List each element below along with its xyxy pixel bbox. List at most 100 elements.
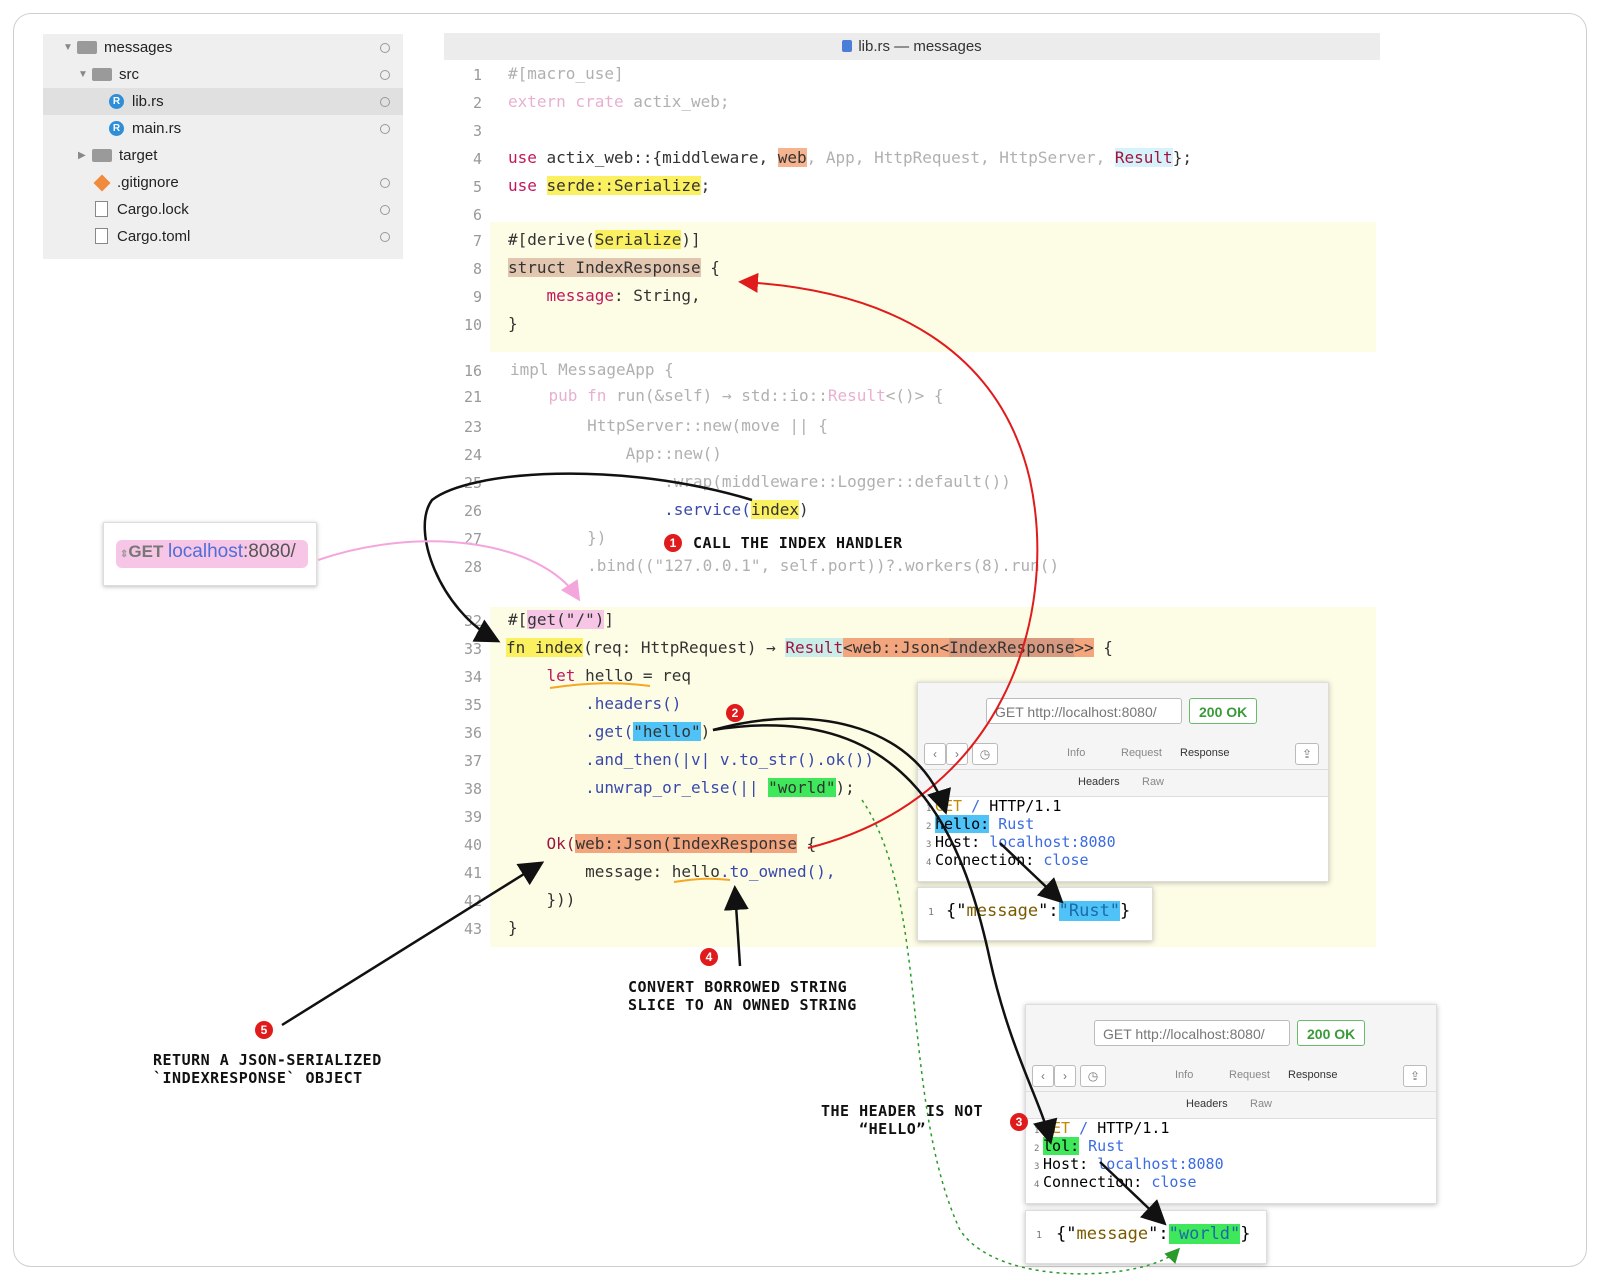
- code-token: );: [835, 778, 855, 797]
- line-number: 3: [472, 122, 482, 140]
- json-punct: ":: [1038, 901, 1059, 921]
- code-token: serde::Serialize: [546, 176, 701, 195]
- code-token: = req: [633, 666, 692, 685]
- tab-bar: ‹ › ◷ Info Request Response ⇪: [918, 741, 1328, 770]
- request-box: ⇕GET localhost:8080/: [103, 522, 317, 586]
- toolbar: GET http://localhost:8080/ 200 OK: [1026, 1005, 1436, 1063]
- rust-file-icon: R: [109, 94, 124, 109]
- tree-item-src[interactable]: ▼ src: [43, 61, 403, 88]
- disclosure-open-icon[interactable]: ▼: [63, 42, 73, 53]
- tree-item-target[interactable]: ▶ target: [43, 142, 403, 169]
- request-url: localhost:8080/: [168, 541, 296, 563]
- code-token: <web::Json<: [843, 638, 950, 657]
- share-icon[interactable]: ⇪: [1295, 743, 1319, 765]
- back-icon[interactable]: ‹: [924, 743, 946, 765]
- step-badge-5: 5: [255, 1021, 273, 1039]
- tree-item-label: messages: [104, 39, 173, 56]
- code-token: Ok(: [508, 834, 576, 853]
- line-number: 35: [463, 696, 482, 714]
- code-line: App::new(): [510, 444, 722, 463]
- line-number: 9: [472, 288, 482, 306]
- header-key: GET: [1043, 1119, 1071, 1137]
- code-token: ): [700, 722, 711, 741]
- subtab-raw[interactable]: Raw: [1250, 1098, 1273, 1110]
- tab-request[interactable]: Request: [1229, 1069, 1270, 1081]
- code-token: extern crate: [508, 92, 624, 111]
- code-line: .unwrap_or_else(|| "world");: [508, 778, 855, 797]
- header-key: Connection:: [935, 851, 1044, 869]
- tree-item-gitignore[interactable]: .gitignore: [43, 169, 403, 196]
- line-number: 8: [472, 260, 482, 278]
- code-token: )]: [681, 230, 701, 249]
- rust-file-icon: R: [109, 121, 124, 136]
- folder-icon: [92, 68, 112, 81]
- code-token: Result: [1114, 148, 1173, 167]
- status-badge: 200 OK: [1297, 1020, 1366, 1046]
- line-number: 23: [463, 418, 482, 436]
- history-icon[interactable]: ◷: [1080, 1065, 1106, 1087]
- tab-response[interactable]: Response: [1288, 1069, 1338, 1081]
- disclosure-open-icon[interactable]: ▼: [78, 69, 88, 80]
- history-icon[interactable]: ◷: [972, 743, 998, 765]
- forward-icon[interactable]: ›: [1054, 1065, 1076, 1087]
- code-token: ;: [700, 176, 711, 195]
- code-token: ): [799, 500, 809, 519]
- code-token: index: [750, 500, 799, 519]
- url-field[interactable]: GET http://localhost:8080/: [1094, 1020, 1290, 1046]
- url-field[interactable]: GET http://localhost:8080/: [986, 698, 1182, 724]
- tree-item-label: src: [119, 66, 139, 83]
- editor-title-bar: lib.rs — messages: [444, 33, 1380, 60]
- header-key: Host:: [1043, 1155, 1098, 1173]
- line-number: 32: [463, 612, 482, 630]
- tree-item-messages[interactable]: ▼ messages: [43, 34, 403, 61]
- method-label: GET: [128, 542, 164, 561]
- json-punct: }: [1120, 901, 1131, 921]
- code-token: >>: [1074, 638, 1094, 657]
- response-panel-hello: GET http://localhost:8080/ 200 OK ‹ › ◷ …: [917, 682, 1329, 882]
- line-number: 1: [472, 66, 482, 84]
- code-line: .headers(): [508, 694, 682, 713]
- code-token: hello: [671, 862, 720, 881]
- disclosure-closed-icon[interactable]: ▶: [78, 150, 86, 161]
- code-line: pub fn run(&self) → std::io::Result<()> …: [510, 386, 944, 405]
- code-line: HttpServer::new(move || {: [510, 416, 828, 435]
- tab-info[interactable]: Info: [1067, 747, 1086, 759]
- code-token: Result: [785, 638, 844, 657]
- line-number: 4: [472, 150, 482, 168]
- code-token: {: [797, 834, 817, 853]
- json-punct: {": [1056, 1224, 1077, 1244]
- tree-item-cargo-toml[interactable]: Cargo.toml: [43, 223, 403, 250]
- line-number: 6: [472, 206, 482, 224]
- window-frame: [13, 13, 1587, 1267]
- back-icon[interactable]: ‹: [1032, 1065, 1054, 1087]
- tree-item-cargo-lock[interactable]: Cargo.lock: [43, 196, 403, 223]
- json-punct: }: [1240, 1224, 1251, 1244]
- tab-request[interactable]: Request: [1121, 747, 1162, 759]
- line-number: 16: [463, 362, 482, 380]
- tab-response[interactable]: Response: [1180, 747, 1230, 759]
- tab-info[interactable]: Info: [1175, 1069, 1194, 1081]
- share-icon[interactable]: ⇪: [1403, 1065, 1427, 1087]
- subtab-headers[interactable]: Headers: [1078, 776, 1120, 788]
- tree-item-main-rs[interactable]: R main.rs: [43, 115, 403, 142]
- subtab-raw[interactable]: Raw: [1142, 776, 1165, 788]
- code-token: actix_web;: [623, 92, 730, 111]
- header-sep: /: [962, 797, 990, 815]
- code-token: };: [1172, 148, 1192, 167]
- annotation-convert-string: CONVERT BORROWED STRING SLICE TO AN OWNE…: [628, 978, 857, 1014]
- code-token: "hello": [633, 722, 701, 741]
- tree-item-lib-rs[interactable]: R lib.rs: [43, 88, 403, 115]
- code-line: use actix_web::{middleware, web, App, Ht…: [508, 148, 1192, 167]
- code-token: .get(: [508, 722, 634, 741]
- step-badge-4: 4: [700, 948, 718, 966]
- request-pill[interactable]: [116, 540, 308, 568]
- code-token: use: [508, 176, 537, 195]
- forward-icon[interactable]: ›: [946, 743, 968, 765]
- line-number: 34: [463, 668, 482, 686]
- subtab-headers[interactable]: Headers: [1186, 1098, 1228, 1110]
- tree-item-label: .gitignore: [117, 174, 179, 191]
- tree-item-label: main.rs: [132, 120, 182, 137]
